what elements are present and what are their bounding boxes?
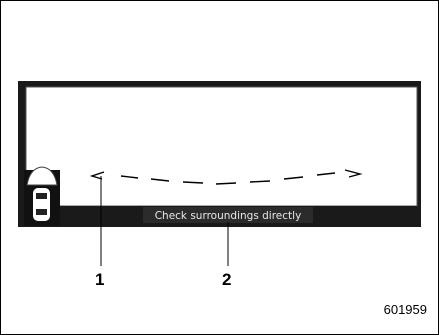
guide-line-left-marker [89,171,105,180]
car-sensor-icon [24,166,60,226]
screen-area [25,86,418,207]
figure-id: 601959 [383,302,427,317]
guide-line [89,169,363,185]
callout-number-1: 1 [95,270,105,289]
caption-text: Check surroundings directly [155,210,302,222]
caption-box [143,207,313,223]
guide-line-right-marker [344,169,363,178]
callout-number-2: 2 [222,270,232,289]
